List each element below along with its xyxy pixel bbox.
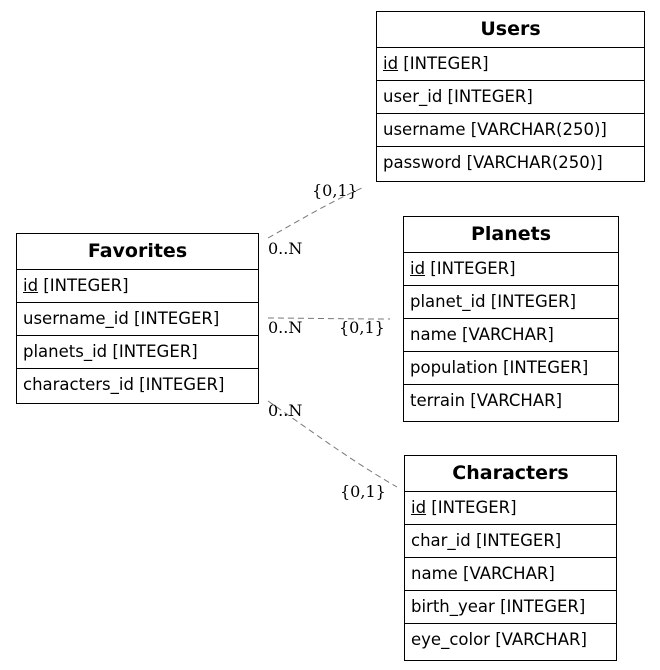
field-type: [INTEGER] — [425, 259, 516, 278]
field-row: username [VARCHAR(250)] — [377, 114, 644, 147]
field-row: name [VARCHAR] — [405, 558, 616, 591]
relation-line-favorites-characters — [267, 400, 398, 488]
entity-title: Planets — [404, 217, 618, 253]
field-row: username_id [INTEGER] — [17, 303, 258, 336]
primary-key: id — [410, 259, 426, 278]
cardinality-favorites-users-from: 0..N — [268, 239, 302, 258]
cardinality-favorites-planets-to: {0,1} — [339, 318, 385, 337]
entity-planets[interactable]: Planets id [INTEGER] planet_id [INTEGER]… — [403, 216, 619, 422]
entity-favorites[interactable]: Favorites id [INTEGER] username_id [INTE… — [16, 233, 259, 404]
cardinality-favorites-users-to: {0,1} — [312, 181, 358, 200]
field-row: password [VARCHAR(250)] — [383, 153, 603, 172]
primary-key: id — [23, 276, 39, 295]
entity-title: Users — [377, 12, 644, 48]
field-row: birth_year [INTEGER] — [405, 591, 616, 624]
field-type: [INTEGER] — [38, 276, 129, 295]
field-row: characters_id [INTEGER] — [23, 375, 225, 394]
cardinality-favorites-planets-from: 0..N — [268, 318, 302, 337]
field-row: user_id [INTEGER] — [377, 81, 644, 114]
relation-line-favorites-planets — [267, 317, 391, 320]
field-row: eye_color [VARCHAR] — [411, 630, 587, 649]
entity-title: Characters — [405, 456, 616, 492]
field-row: planet_id [INTEGER] — [404, 286, 618, 319]
field-type: [INTEGER] — [398, 54, 489, 73]
field-row: id [INTEGER] — [377, 48, 644, 81]
field-row: id [INTEGER] — [17, 270, 258, 303]
cardinality-favorites-characters-to: {0,1} — [340, 482, 386, 501]
field-row: id [INTEGER] — [405, 492, 616, 525]
field-row: char_id [INTEGER] — [405, 525, 616, 558]
relation-line-favorites-users — [267, 187, 363, 239]
field-row: terrain [VARCHAR] — [410, 391, 563, 410]
field-row: id [INTEGER] — [404, 253, 618, 286]
entity-characters[interactable]: Characters id [INTEGER] char_id [INTEGER… — [404, 455, 617, 661]
entity-users[interactable]: Users id [INTEGER] user_id [INTEGER] use… — [376, 11, 645, 182]
primary-key: id — [383, 54, 399, 73]
field-type: [INTEGER] — [426, 498, 517, 517]
entity-title: Favorites — [17, 234, 258, 270]
primary-key: id — [411, 498, 427, 517]
field-row: name [VARCHAR] — [404, 319, 618, 352]
field-row: population [INTEGER] — [404, 352, 618, 385]
cardinality-favorites-characters-from: 0..N — [268, 401, 302, 420]
field-row: planets_id [INTEGER] — [17, 336, 258, 369]
